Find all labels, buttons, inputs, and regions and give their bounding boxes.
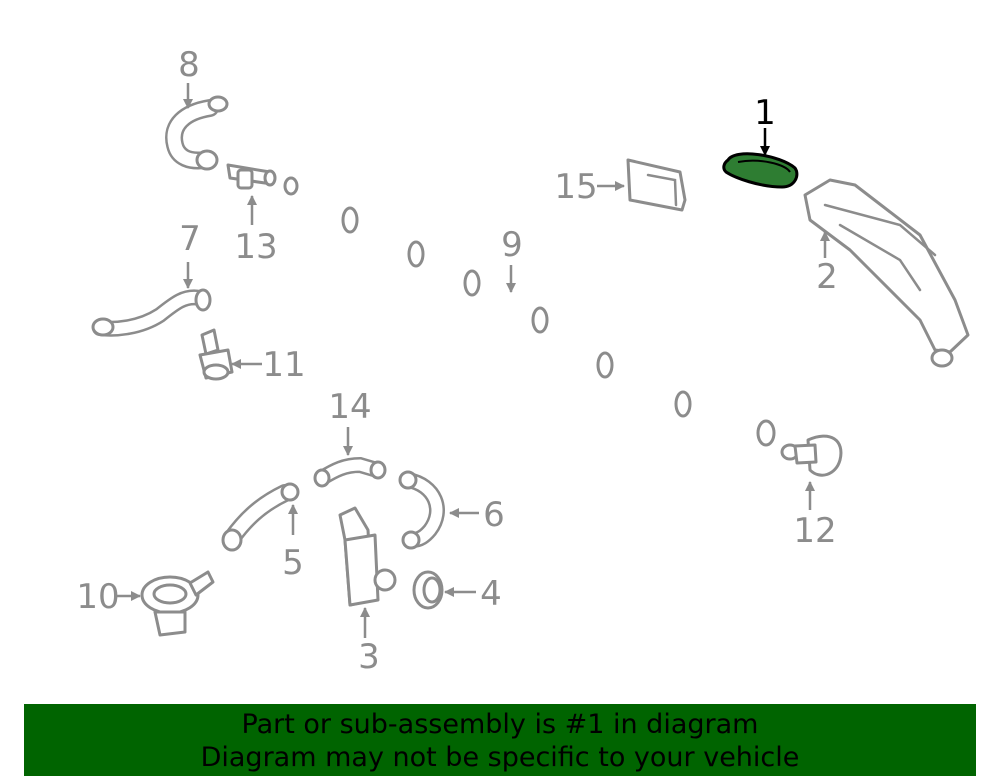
banner-line-2: Diagram may not be specific to your vehi… [200, 742, 800, 773]
part-7-hose [91, 288, 212, 337]
part-8-bent-hose [165, 95, 229, 171]
info-banner: Part or sub-assembly is #1 in diagram Di… [24, 704, 976, 776]
part-12-connector [780, 434, 843, 477]
callout-4: 4 [480, 574, 502, 614]
callout-7: 7 [179, 219, 201, 259]
callout-numbers: 1 2 3 4 5 6 7 8 9 10 11 12 13 14 15 [76, 45, 837, 677]
callout-12: 12 [793, 511, 836, 551]
part-1-highlighted [722, 152, 799, 189]
callout-5: 5 [282, 543, 304, 583]
banner-line-1: Part or sub-assembly is #1 in diagram [241, 709, 759, 740]
part-4-grommet [412, 570, 444, 610]
callout-3: 3 [358, 637, 380, 677]
callout-11: 11 [262, 345, 305, 385]
part-15-bracket [626, 158, 687, 212]
part-14-short-hose [313, 456, 387, 488]
callout-1: 1 [754, 93, 776, 133]
part-10-connector [140, 570, 215, 637]
part-6-curved-hose [398, 470, 445, 550]
part-5-hose [221, 482, 300, 552]
callout-14: 14 [328, 387, 371, 427]
part-3-pump [338, 506, 397, 607]
callout-13: 13 [234, 227, 277, 267]
callout-arrows [116, 83, 830, 638]
parts-diagram: 1 2 3 4 5 6 7 8 9 10 11 12 13 14 15 [76, 45, 970, 677]
part-13-tee-connector [226, 163, 277, 190]
callout-10: 10 [76, 577, 119, 617]
callout-6: 6 [483, 495, 505, 535]
callout-2: 2 [816, 257, 838, 297]
callout-15: 15 [554, 167, 597, 207]
part-11-nozzle [198, 328, 234, 381]
callout-9: 9 [501, 225, 523, 265]
part-9-hose [283, 176, 776, 447]
part-2-washer-assembly [803, 178, 970, 368]
callout-8: 8 [178, 45, 200, 85]
